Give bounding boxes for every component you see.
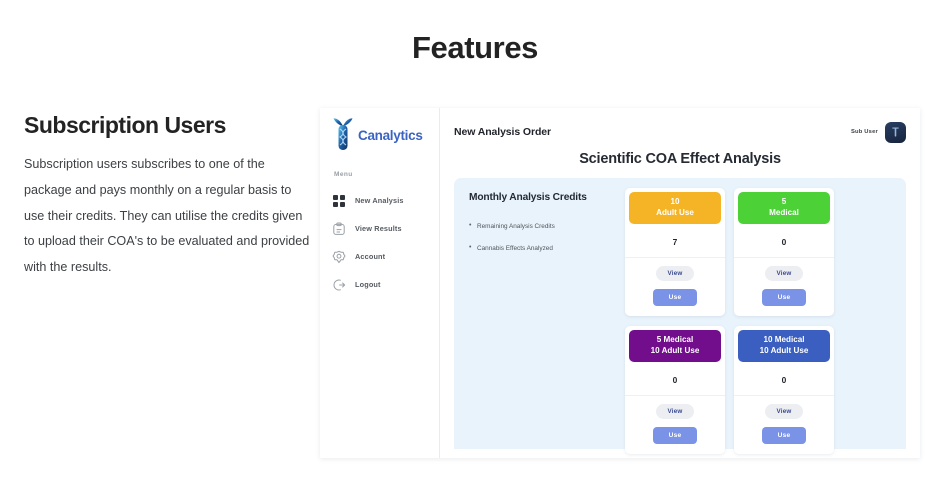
sidebar-item-view-results[interactable]: View Results xyxy=(332,215,439,242)
left-body-paragraph: Subscription users subscribes to one of … xyxy=(24,157,310,275)
package-cards-area: 10 Adult Use 7 View Use 5 xyxy=(625,188,896,454)
sidebar-item-new-analysis-label: New Analysis xyxy=(355,196,404,205)
user-label: Sub User xyxy=(850,129,878,135)
package-title-line2: 10 Adult Use xyxy=(759,346,809,355)
brand-name: Canalytics xyxy=(358,127,423,143)
package-card-medical5-adult10[interactable]: 5 Medical 10 Adult Use 0 View Use xyxy=(625,326,725,454)
credit-line-remaining: Remaining Analysis Credits xyxy=(469,222,614,230)
app-topbar: New Analysis Order Sub User xyxy=(454,108,906,148)
package-title-line2: Medical xyxy=(769,208,799,217)
package-count: 7 xyxy=(625,228,725,258)
package-actions: View Use xyxy=(734,396,834,454)
package-title-line2: Adult Use xyxy=(656,208,694,217)
credit-line-effects: Cannabis Effects Analyzed xyxy=(469,244,614,252)
user-menu[interactable]: Sub User xyxy=(850,121,906,143)
test-tube-avatar-icon xyxy=(892,126,899,137)
page-title: Scientific COA Effect Analysis xyxy=(579,151,781,167)
app-screenshot: Canalytics Menu New Analysis xyxy=(320,108,920,458)
package-count: 0 xyxy=(734,366,834,396)
package-card-row: 10 Adult Use 7 View Use 5 xyxy=(625,188,896,316)
logout-arrow-icon xyxy=(332,278,346,292)
sidebar-item-account-label: Account xyxy=(355,252,386,261)
credits-panel: Monthly Analysis Credits Remaining Analy… xyxy=(454,178,906,454)
app-main: New Analysis Order Sub User Scientific C… xyxy=(440,108,920,458)
left-heading: Subscription Users xyxy=(24,112,226,138)
app-sidebar: Canalytics Menu New Analysis xyxy=(320,108,440,458)
package-card-row: 5 Medical 10 Adult Use 0 View Use 1 xyxy=(625,326,896,454)
use-button[interactable]: Use xyxy=(761,289,807,306)
credits-summary: Monthly Analysis Credits Remaining Analy… xyxy=(464,188,616,449)
test-tube-dna-icon xyxy=(332,117,354,153)
view-button[interactable]: View xyxy=(656,266,694,281)
gear-icon xyxy=(332,250,346,264)
use-button[interactable]: Use xyxy=(652,427,698,444)
package-card-adult-use-10[interactable]: 10 Adult Use 7 View Use xyxy=(625,188,725,316)
package-card-header: 10 Medical 10 Adult Use xyxy=(738,330,830,362)
view-button[interactable]: View xyxy=(656,404,694,419)
sidebar-item-logout[interactable]: Logout xyxy=(332,271,439,298)
package-title-line1: 10 Medical xyxy=(763,335,805,345)
sidebar-item-view-results-label: View Results xyxy=(355,224,402,233)
avatar[interactable] xyxy=(885,121,906,143)
brand: Canalytics xyxy=(332,117,439,153)
package-actions: View Use xyxy=(625,396,725,454)
package-card-medical-5[interactable]: 5 Medical 0 View Use xyxy=(734,188,834,316)
package-count: 0 xyxy=(625,366,725,396)
package-title-line2: 10 Adult Use xyxy=(650,346,700,355)
package-card-header: 5 Medical xyxy=(738,192,830,224)
sidebar-item-new-analysis[interactable]: New Analysis xyxy=(332,187,439,214)
package-card-header: 10 Adult Use xyxy=(629,192,721,224)
use-button[interactable]: Use xyxy=(652,289,698,306)
credits-heading: Monthly Analysis Credits xyxy=(469,192,587,203)
package-actions: View Use xyxy=(734,258,834,316)
grid-squares-icon xyxy=(332,194,346,208)
package-count: 0 xyxy=(734,228,834,258)
order-title: New Analysis Order xyxy=(454,126,552,138)
view-button[interactable]: View xyxy=(765,266,803,281)
package-title-line1: 5 xyxy=(781,197,787,207)
clipboard-icon xyxy=(332,222,346,236)
view-button[interactable]: View xyxy=(765,404,803,419)
sidebar-menu-label: Menu xyxy=(334,171,353,178)
package-title-line1: 10 xyxy=(670,197,680,207)
sidebar-item-account[interactable]: Account xyxy=(332,243,439,270)
sidebar-item-logout-label: Logout xyxy=(355,280,381,289)
left-text-column: Subscription Users Subscription users su… xyxy=(24,112,314,281)
slide-title: Features xyxy=(411,30,539,65)
package-actions: View Use xyxy=(625,258,725,316)
package-card-medical10-adult10[interactable]: 10 Medical 10 Adult Use 0 View Use xyxy=(734,326,834,454)
package-title-line1: 5 Medical xyxy=(656,335,694,345)
use-button[interactable]: Use xyxy=(761,427,807,444)
package-card-header: 5 Medical 10 Adult Use xyxy=(629,330,721,362)
